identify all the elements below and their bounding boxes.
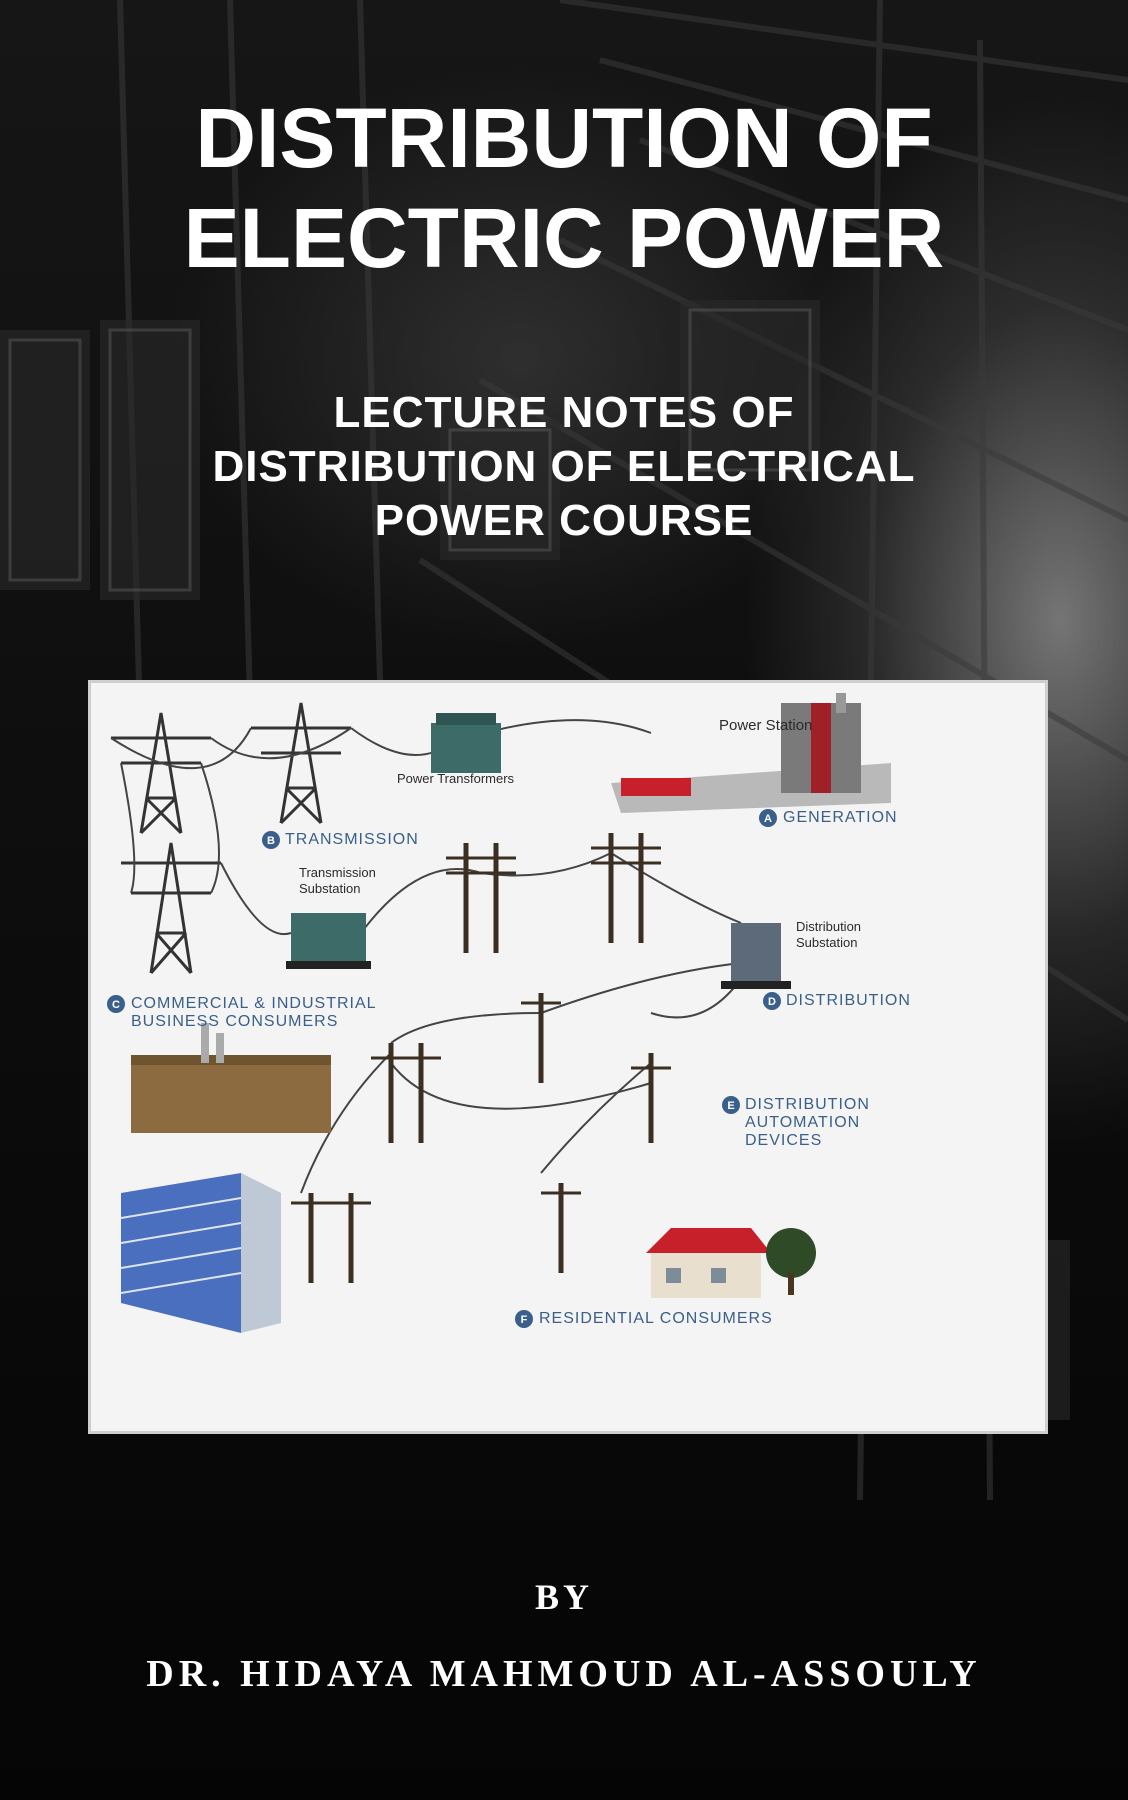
label-distribution-substation-2: Substation: [796, 935, 858, 950]
label-distribution: DISTRIBUTION: [786, 992, 911, 1009]
label-transmission-substation-2: Substation: [299, 881, 361, 896]
label-power-transformers: Power Transformers: [397, 771, 515, 786]
power-station-graphic: [611, 693, 891, 813]
label-power-station: Power Station: [719, 717, 813, 734]
subtitle-line-1: LECTURE NOTES OF: [333, 388, 795, 437]
tree-graphic: [766, 1228, 816, 1295]
marker-f: F: [521, 1314, 528, 1326]
subtitle-line-2: DISTRIBUTION OF ELECTRICAL: [212, 442, 916, 491]
marker-c: C: [112, 999, 120, 1011]
by-line: BY: [534, 1577, 593, 1617]
title-line-1: DISTRIBUTION OF: [195, 91, 933, 185]
marker-b: B: [267, 835, 275, 847]
marker-d: D: [768, 996, 776, 1008]
label-commercial-2: BUSINESS CONSUMERS: [131, 1013, 339, 1030]
factory-graphic: [131, 1023, 331, 1133]
label-transmission: TRANSMISSION: [285, 831, 419, 848]
label-generation: GENERATION: [783, 809, 898, 826]
label-residential: RESIDENTIAL CONSUMERS: [539, 1310, 773, 1327]
label-distribution-substation-1: Distribution: [796, 919, 862, 934]
marker-e: E: [727, 1100, 734, 1112]
label-automation-1: DISTRIBUTION: [745, 1096, 870, 1113]
power-grid-illustration: A B C D E F: [107, 693, 891, 1333]
transmission-tower-2: [251, 702, 351, 825]
office-building-graphic: [120, 1173, 281, 1333]
label-automation-2: AUTOMATION: [745, 1114, 861, 1131]
title-line-2: ELECTRIC POWER: [183, 191, 945, 285]
label-commercial-1: COMMERCIAL & INDUSTRIAL: [131, 995, 377, 1012]
power-grid-diagram: A B C D E F Power Station Power Transfor…: [88, 680, 1048, 1434]
label-transmission-substation-1: Transmission: [299, 865, 376, 880]
distribution-substation-graphic: [721, 923, 791, 989]
label-automation-3: DEVICES: [745, 1132, 823, 1149]
transmission-substation-graphic: [286, 913, 371, 969]
transmission-tower-3: [121, 842, 221, 974]
transmission-tower-1: [111, 712, 211, 835]
power-transformers-graphic: [431, 713, 501, 773]
author-name: DR. HIDAYA MAHMOUD AL-ASSOULY: [146, 1653, 982, 1695]
house-graphic: [646, 1228, 771, 1298]
marker-a: A: [764, 813, 772, 825]
subtitle-line-3: POWER COURSE: [374, 496, 754, 545]
